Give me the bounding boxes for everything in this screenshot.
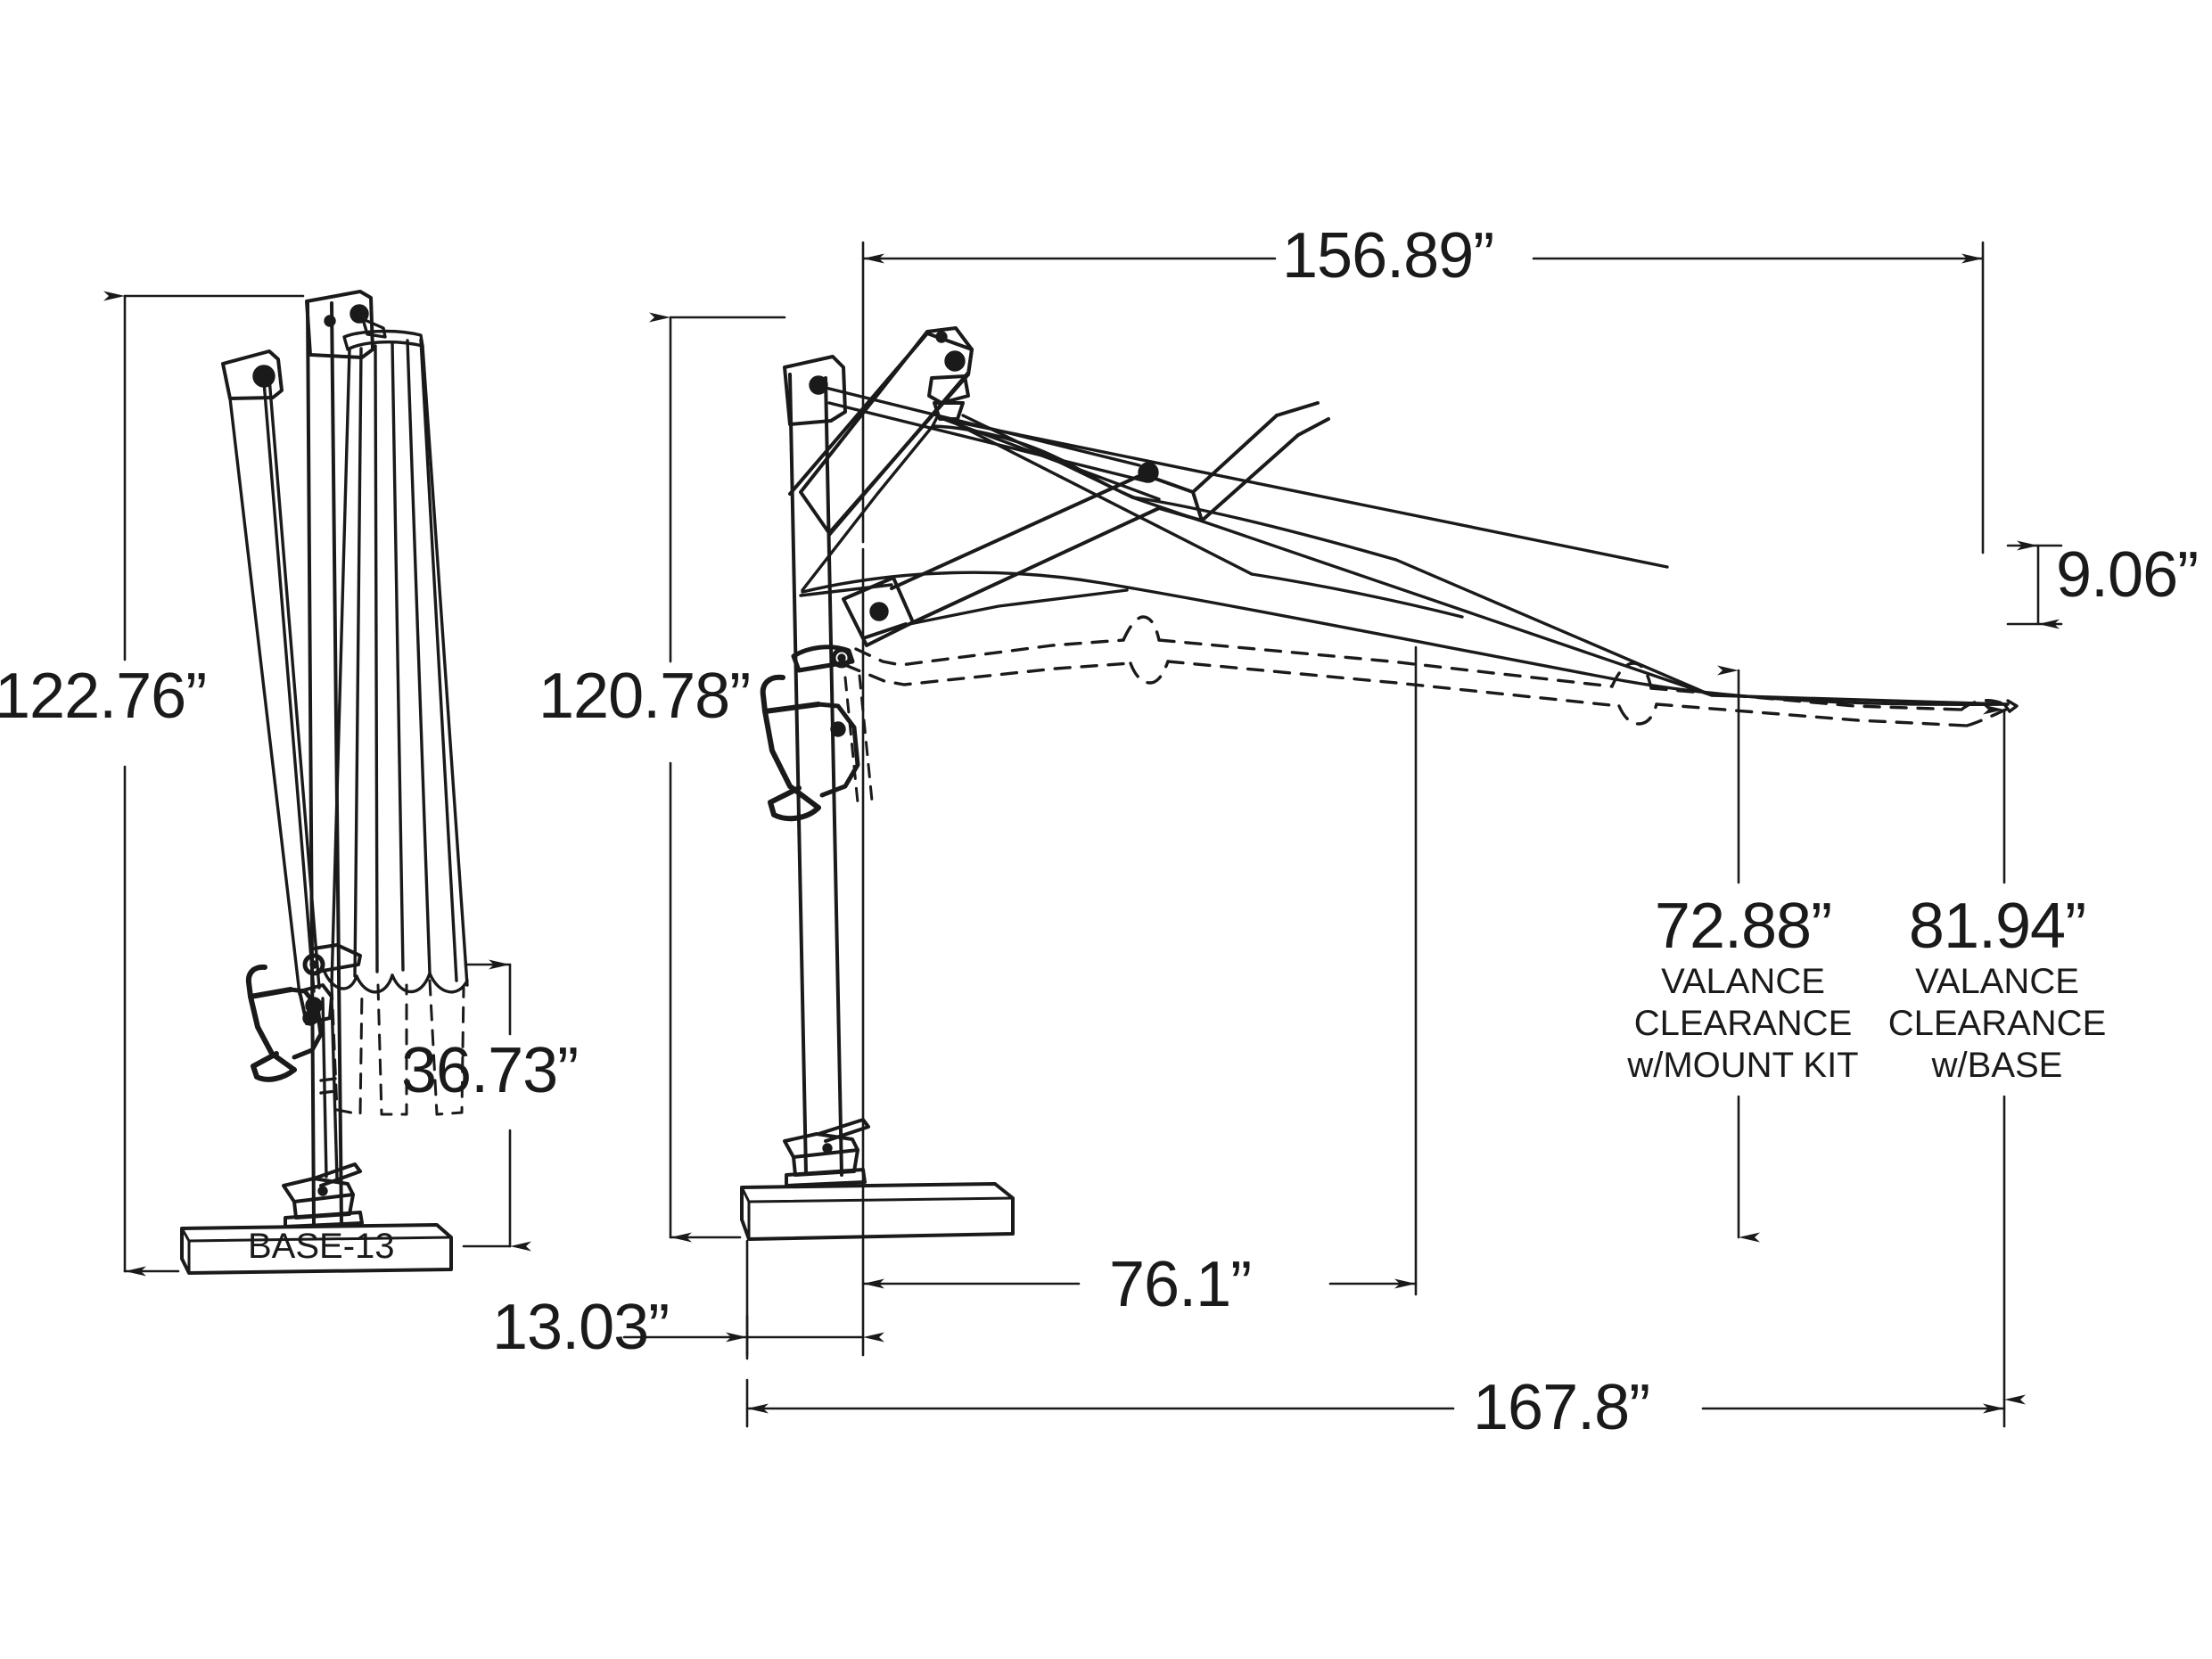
dimension-lines bbox=[103, 241, 2063, 1428]
dim-canopy-span: 156.89” bbox=[1282, 220, 1494, 292]
valance-clearance-mount-kit-line3: w/MOUNT KIT bbox=[1627, 1046, 1859, 1085]
valance-clearance-base-line3: w/BASE bbox=[1931, 1046, 2063, 1085]
valance-clearance-base-note: 81.94” VALANCE CLEARANCE w/BASE bbox=[1881, 891, 2113, 1087]
dim-closed-canopy-length: 36.73” bbox=[401, 1035, 579, 1106]
dim-closed-height: 122.76” bbox=[0, 661, 207, 732]
valance-clearance-base-line2: CLEARANCE bbox=[1887, 1004, 2107, 1043]
valance-clearance-base-line1: VALANCE bbox=[1915, 962, 2079, 1001]
dim-valance-drop: 9.06” bbox=[2056, 539, 2199, 611]
valance-clearance-mount-kit-line2: CLEARANCE bbox=[1633, 1004, 1853, 1043]
valance-clearance-mount-kit-line1: VALANCE bbox=[1661, 962, 1825, 1001]
dim-base-offset: 13.03” bbox=[492, 1292, 670, 1363]
dim-pole-to-canopy-center: 76.1” bbox=[1109, 1249, 1252, 1320]
left-view-closed-umbrella bbox=[180, 290, 469, 1275]
valance-clearance-mount-kit-value: 72.88” bbox=[1654, 891, 1832, 962]
right-view-open-umbrella bbox=[740, 326, 2019, 1241]
valance-clearance-mount-kit-note: 72.88” VALANCE CLEARANCE w/MOUNT KIT bbox=[1623, 891, 1863, 1087]
dim-overall-footprint: 167.8” bbox=[1473, 1372, 1650, 1443]
valance-clearance-base-value: 81.94” bbox=[1908, 891, 2086, 962]
dim-open-height: 120.78” bbox=[539, 661, 751, 732]
base-model-label: BASE-13 bbox=[248, 1227, 395, 1266]
